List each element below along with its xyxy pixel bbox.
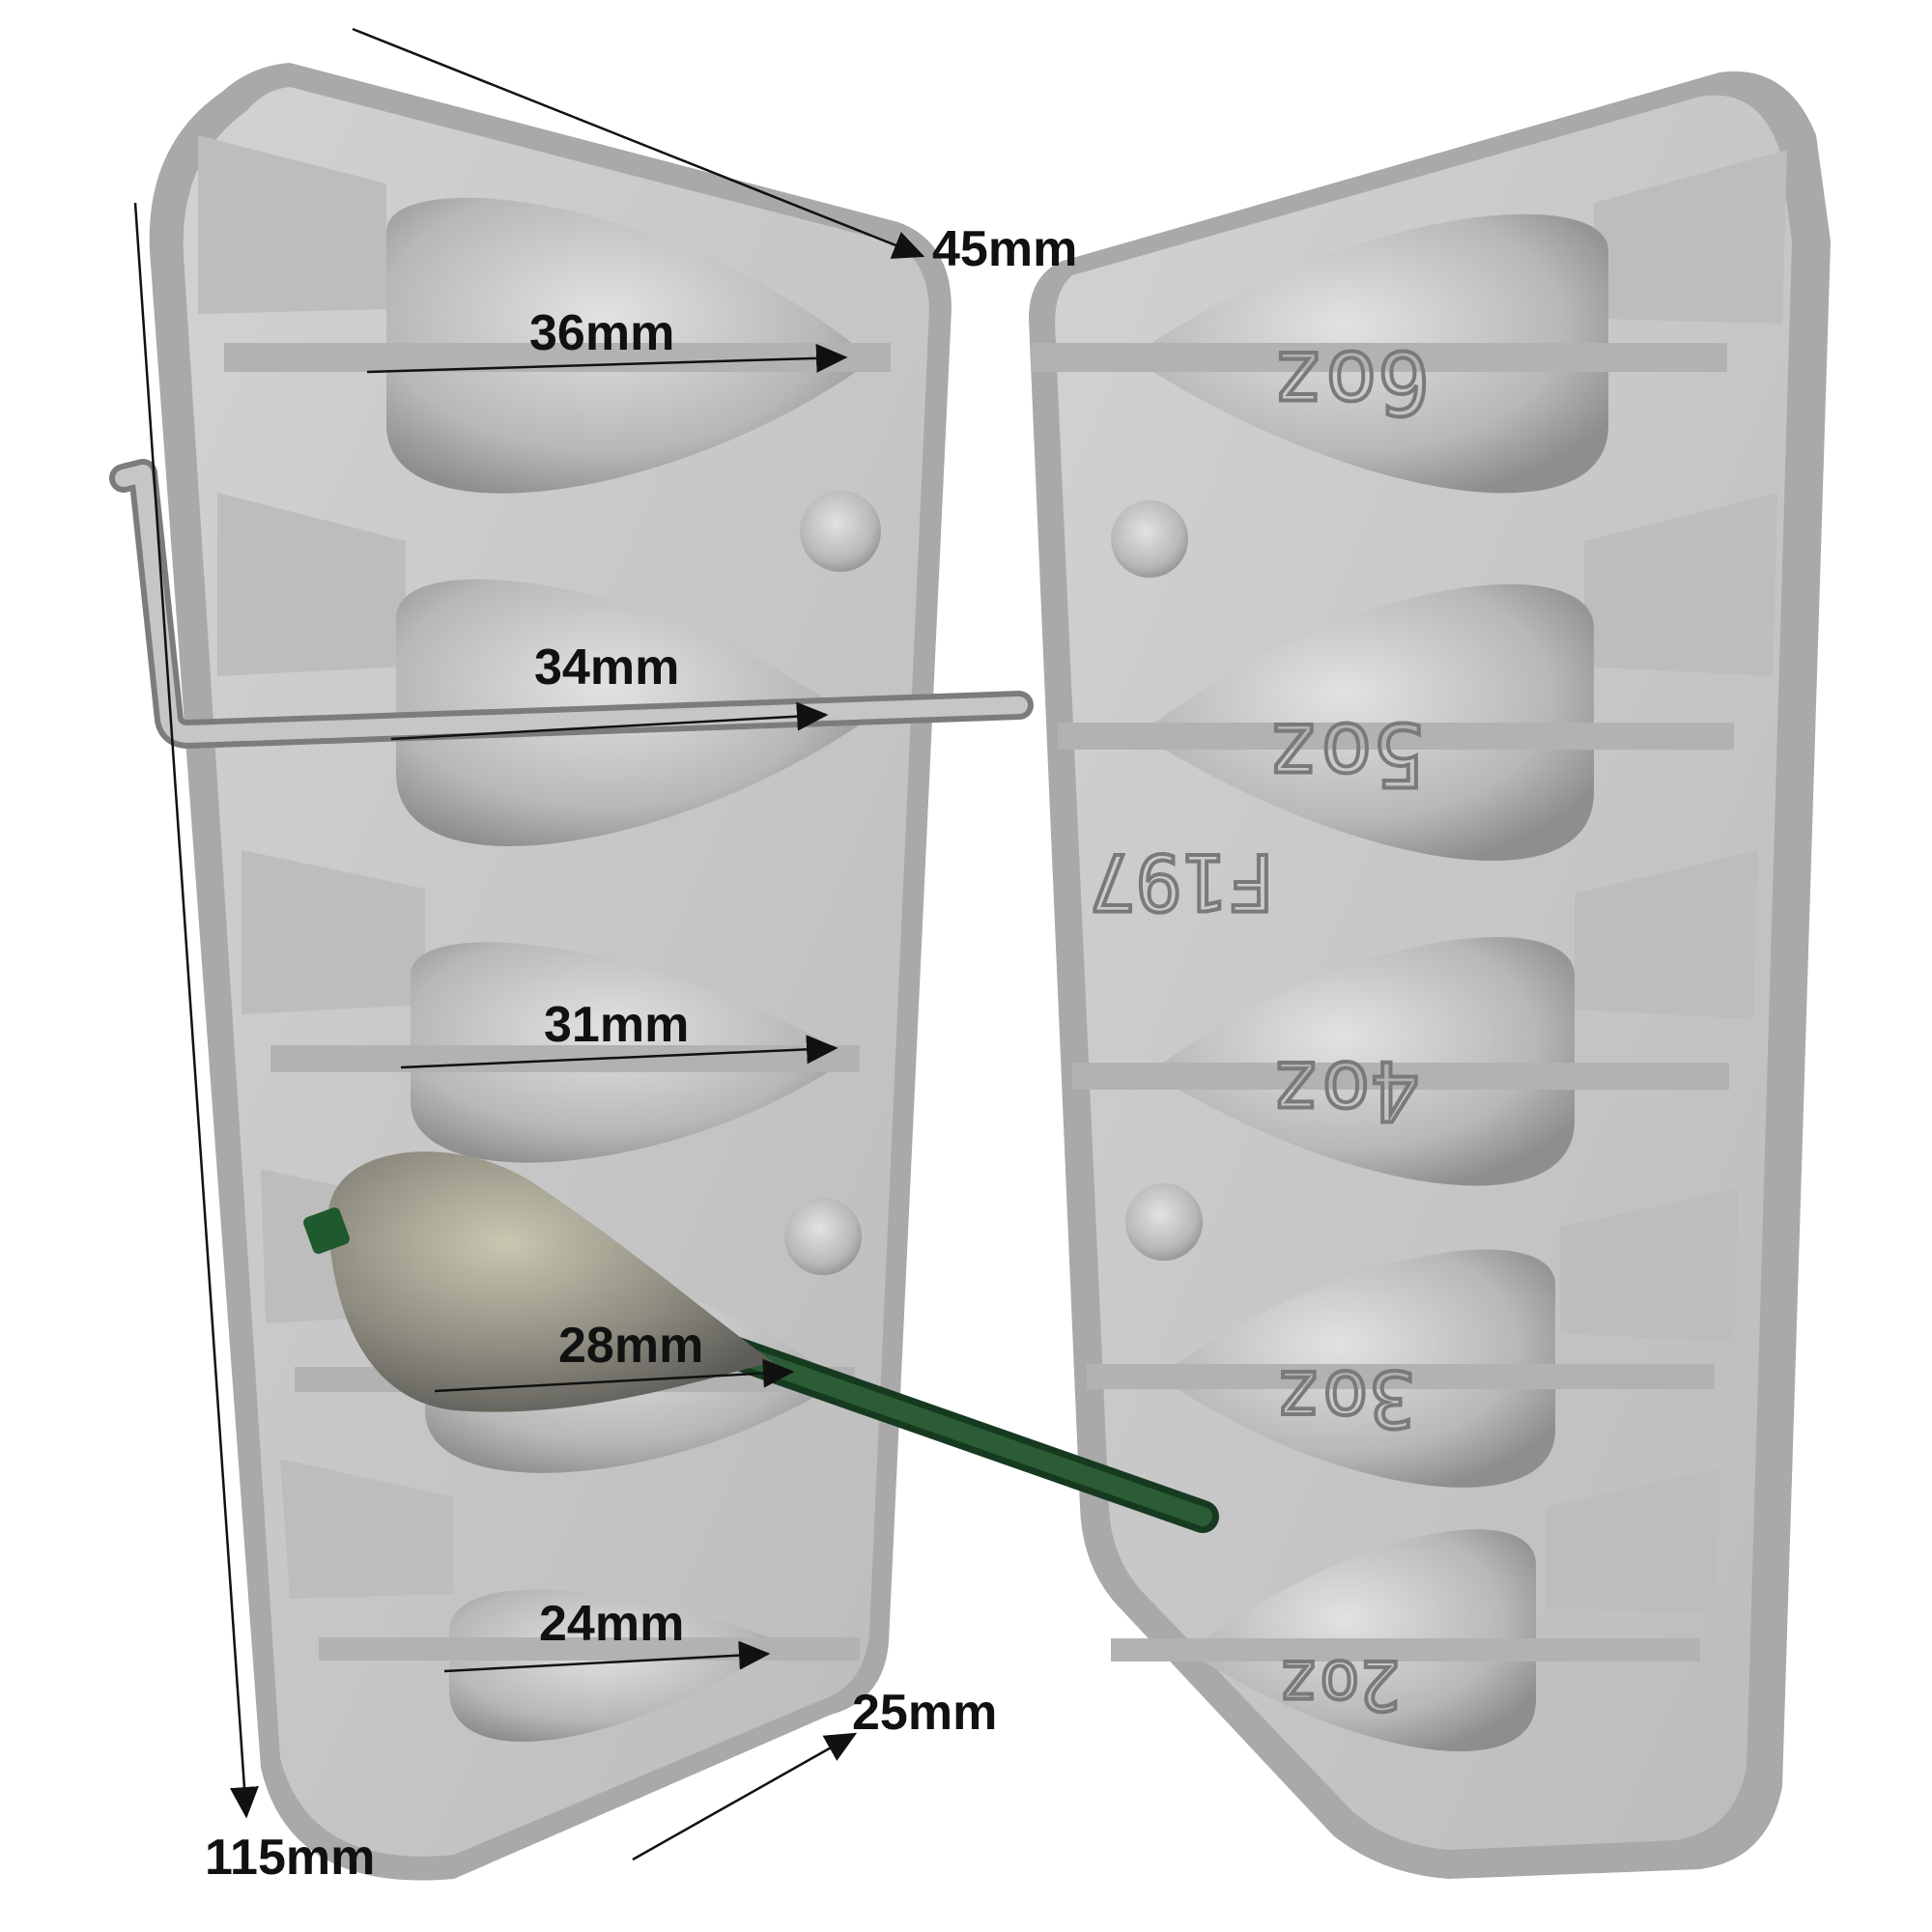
pin-hole-icon xyxy=(784,491,881,1275)
cavity-4-line xyxy=(434,1358,795,1393)
cavity-5-label: 24mm xyxy=(539,1596,684,1652)
right-cavity-2: 5oz xyxy=(1058,493,1777,862)
dimension-lines xyxy=(133,27,925,1861)
mold-mark-6oz: 6oz xyxy=(1272,331,1430,433)
lead-sinker-icon xyxy=(303,1151,1219,1533)
right-cavity-4: 3oz xyxy=(1087,1188,1739,1488)
cavity-2-line xyxy=(390,701,829,741)
right-cavity-3: 4oz xyxy=(1072,850,1758,1186)
hex-key-icon xyxy=(109,459,1034,749)
bottom-width-label: 25mm xyxy=(852,1685,997,1741)
cavity-3-label: 31mm xyxy=(544,997,689,1053)
right-mold-half: 6oz 5oz F197 4oz 3oz 2oz xyxy=(1029,71,1831,1880)
height-line xyxy=(133,202,259,1819)
cavity-3-line xyxy=(400,1035,838,1069)
height-label: 115mm xyxy=(205,1830,375,1886)
cavity-5-line xyxy=(443,1640,771,1673)
mold-mark-5oz: 5oz xyxy=(1267,703,1425,805)
top-width-label: 45mm xyxy=(932,221,1077,277)
cavity-4-label: 28mm xyxy=(558,1318,703,1374)
left-cavity-3 xyxy=(242,850,860,1163)
right-cavity-1: 6oz xyxy=(1032,150,1787,494)
left-cavity-1 xyxy=(198,135,891,494)
cavity-1-line xyxy=(366,343,848,374)
mold-model-mark: F197 xyxy=(1089,837,1275,926)
mold-mark-4oz: 4oz xyxy=(1271,1042,1420,1138)
cavity-1-label: 36mm xyxy=(529,305,674,361)
cavity-2-label: 34mm xyxy=(534,639,679,696)
pin-hole-icon xyxy=(1111,500,1203,1261)
right-cavity-5: 2oz xyxy=(1111,1468,1719,1751)
bottom-width-line xyxy=(632,1732,858,1861)
mold-mark-2oz: 2oz xyxy=(1279,1645,1401,1724)
mold-mark-3oz: 3oz xyxy=(1276,1353,1416,1443)
top-width-line xyxy=(352,27,925,259)
